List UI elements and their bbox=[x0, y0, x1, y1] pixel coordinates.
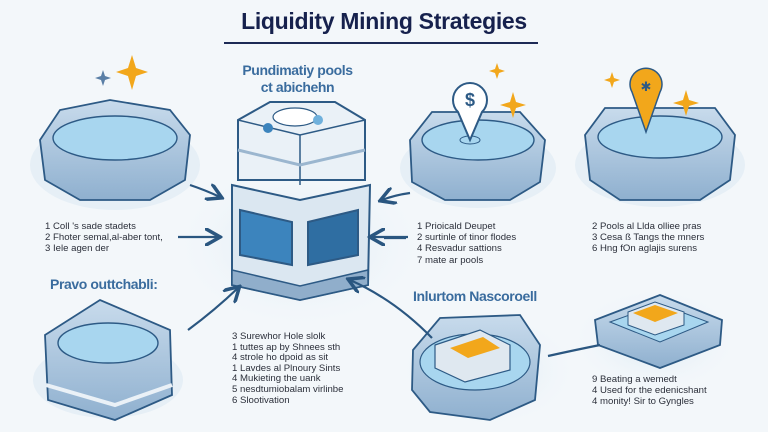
pool-tub-bottom-center bbox=[411, 314, 541, 421]
list-item: 4 Used for the edenicshant bbox=[592, 385, 707, 397]
center-heading-line1: Pundimatiy pools bbox=[242, 62, 353, 78]
list-right-bottom: 9 Beating a wemedt 4 Used for the edenic… bbox=[592, 374, 707, 408]
list-item: 6 Hng fOn aglajis surens bbox=[592, 243, 698, 255]
pool-tub-top-right bbox=[575, 107, 745, 207]
connector-lines bbox=[384, 236, 601, 358]
list-center-bottom: 3 Surewhor Hole slolk 1 tuttes ap by Shn… bbox=[232, 331, 344, 406]
list-item: 2 Pools al Llda olliee pras bbox=[592, 221, 702, 232]
flow-arrows bbox=[178, 185, 433, 339]
liquidity-machine bbox=[231, 101, 372, 302]
right-heading: Inlurtom Nascoroell bbox=[413, 288, 537, 304]
list-item: 4 Resvadur sattions bbox=[417, 243, 502, 255]
pool-tub-top-left bbox=[30, 99, 200, 210]
list-item: 4 monity! Sir to Gyngles bbox=[592, 396, 694, 408]
list-item: 7 mate ar pools bbox=[417, 254, 484, 266]
list-item: 3 Iele agen der bbox=[45, 243, 110, 255]
left-heading: Pravo outtchabli: bbox=[50, 276, 158, 292]
pool-tub-bottom-right bbox=[594, 294, 723, 369]
list-item: 3 Cesa ß Tangs the mners bbox=[592, 232, 705, 244]
list-right-top-b: 2 Pools al Llda olliee pras 3 Cesa ß Tan… bbox=[592, 221, 704, 255]
svg-text:$: $ bbox=[465, 90, 475, 110]
list-item: 5 nesdtumiobalam virlinbe bbox=[232, 383, 344, 395]
svg-text:✱: ✱ bbox=[641, 80, 652, 95]
center-heading: Pundimatiy pools ct abichehn bbox=[220, 62, 375, 96]
pool-tub-top-center-right bbox=[400, 111, 556, 208]
center-heading-line2: ct abichehn bbox=[260, 79, 335, 95]
list-item: 1 Lavdes al Plnoury Sints bbox=[232, 362, 341, 374]
list-left-top: 1 Coll 's sade stadets 2 Fhoter semal,al… bbox=[45, 221, 163, 255]
list-item: 3 Surewhor Hole slolk bbox=[232, 331, 326, 342]
sparkle-icon bbox=[489, 63, 505, 79]
sparkle-icon bbox=[95, 55, 148, 90]
sparkle-icon bbox=[604, 72, 620, 88]
page-title: Liquidity Mining Strategies bbox=[241, 8, 527, 34]
sparkle-icon bbox=[500, 92, 526, 118]
list-item: 6 Slootivation bbox=[232, 394, 290, 406]
list-item: 2 Fhoter semal,al-aber tont, bbox=[45, 232, 163, 244]
list-item: 1 tuttes ap by Shnees sth bbox=[232, 341, 341, 353]
list-right-top-a: 1 Prioicald Deupet 2 surtinle of tinor f… bbox=[417, 221, 516, 266]
list-item: 1 Coll 's sade stadets bbox=[45, 221, 136, 232]
dollar-pin-icon: $ bbox=[452, 81, 488, 143]
pool-tub-bottom-left bbox=[33, 298, 183, 421]
gear-icon bbox=[263, 123, 273, 133]
sparkle-icon bbox=[673, 90, 699, 116]
list-item: 4 strole ho dpoid as sit bbox=[232, 352, 328, 364]
list-item: 1 Prioicald Deupet bbox=[417, 221, 496, 232]
list-item: 9 Beating a wemedt bbox=[592, 374, 677, 385]
location-pin-icon: ✱ bbox=[629, 67, 663, 135]
list-item: 4 Mukieting the uank bbox=[232, 373, 321, 385]
token-icon bbox=[450, 337, 500, 358]
list-item: 2 surtinle of tinor flodes bbox=[417, 232, 517, 244]
title-underline bbox=[224, 42, 538, 44]
token-icon bbox=[633, 305, 678, 322]
